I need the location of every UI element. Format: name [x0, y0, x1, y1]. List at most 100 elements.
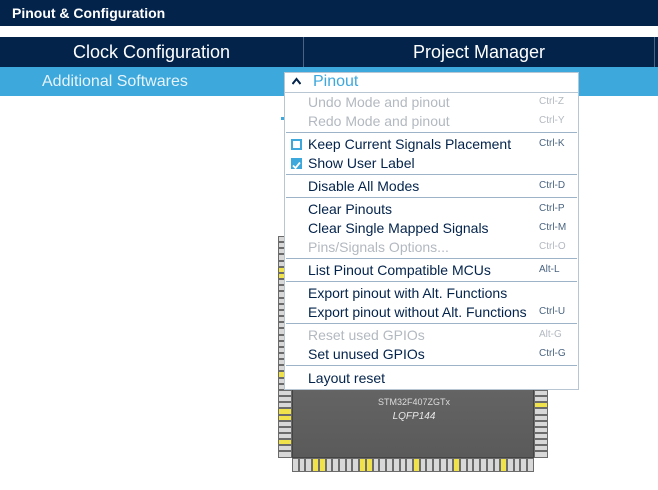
additional-softwares-button[interactable]: Additional Softwares — [42, 73, 188, 90]
checkbox-checked-icon[interactable] — [291, 158, 302, 170]
chip-pin[interactable] — [534, 433, 548, 440]
chip-pin[interactable] — [520, 458, 528, 472]
chip-pin[interactable] — [298, 458, 306, 472]
chip-pin[interactable] — [365, 458, 373, 472]
menu-item-shortcut: Ctrl-Z — [539, 96, 564, 107]
chip-pin[interactable] — [379, 458, 387, 472]
chip-pin[interactable] — [318, 458, 326, 472]
tab-bar: Clock Configuration Project Manager — [0, 37, 658, 67]
menu-separator — [286, 365, 577, 366]
chip-pin[interactable] — [399, 458, 407, 472]
menu-item-shortcut: Alt-L — [539, 264, 560, 275]
chip-pin[interactable] — [534, 408, 548, 415]
menu-item-clear-single-mapped[interactable]: Clear Single Mapped Signals Ctrl-M — [285, 219, 578, 238]
menu-item-label: Clear Pinouts — [308, 201, 393, 217]
chip-pin[interactable] — [325, 458, 333, 472]
chip-pin[interactable] — [278, 414, 292, 421]
chip-pin[interactable] — [534, 451, 548, 458]
chip-pin[interactable] — [534, 396, 548, 403]
menu-item-keep-signals[interactable]: Keep Current Signals Placement Ctrl-K — [285, 135, 578, 154]
menu-item-label: Layout reset — [308, 370, 386, 386]
menu-item-label: Disable All Modes — [308, 178, 420, 194]
checkbox-unchecked-icon[interactable] — [291, 139, 302, 150]
chip-pin[interactable] — [486, 458, 494, 472]
menu-item-disable-all-modes[interactable]: Disable All Modes Ctrl-D — [285, 177, 578, 196]
chip-pin[interactable] — [433, 458, 440, 472]
chip-pin[interactable] — [534, 402, 548, 409]
chip-pin[interactable] — [359, 458, 366, 472]
chip-pin[interactable] — [352, 458, 360, 472]
chip-pin[interactable] — [332, 458, 340, 472]
menu-item-export-without-alt[interactable]: Export pinout without Alt. Functions Ctr… — [285, 303, 578, 322]
chip-pin[interactable] — [439, 458, 447, 472]
chip-pin[interactable] — [278, 396, 292, 403]
chip-pin[interactable] — [278, 408, 292, 415]
chip-pin[interactable] — [534, 445, 548, 452]
chip-pin[interactable] — [507, 458, 514, 472]
chip-pin[interactable] — [513, 458, 521, 472]
menu-item-shortcut: Ctrl-M — [539, 222, 567, 233]
chip-pin[interactable] — [372, 458, 380, 472]
chip-pin[interactable] — [473, 458, 481, 472]
chip-pin[interactable] — [419, 458, 427, 472]
menu-item-clear-pinouts[interactable]: Clear Pinouts Ctrl-P — [285, 200, 578, 219]
menu-item-label: Redo Mode and pinout — [308, 113, 450, 129]
chip-pin[interactable] — [278, 389, 292, 397]
menu-item-shortcut: Ctrl-D — [539, 180, 566, 191]
chip-pin[interactable] — [453, 458, 460, 472]
chip-pin[interactable] — [466, 458, 474, 472]
menu-item-reset-used-gpios[interactable]: Reset used GPIOs Alt-G — [285, 326, 578, 345]
chip-pin[interactable] — [527, 458, 534, 472]
chip-pin[interactable] — [339, 458, 346, 472]
menu-separator — [286, 174, 577, 175]
menu-separator — [286, 323, 577, 324]
chip-pin[interactable] — [534, 439, 548, 446]
chip-pin[interactable] — [480, 458, 487, 472]
chip-pin[interactable] — [534, 426, 548, 433]
chip-pin[interactable] — [459, 458, 467, 472]
menu-item-label: List Pinout Compatible MCUs — [308, 262, 491, 278]
menu-item-label: Pins/Signals Options... — [308, 239, 449, 255]
chip-pin[interactable] — [278, 451, 292, 458]
chip-pin[interactable] — [278, 402, 292, 409]
chip-pin[interactable] — [426, 458, 434, 472]
menu-item-export-with-alt[interactable]: Export pinout with Alt. Functions — [285, 284, 578, 303]
menu-item-shortcut: Ctrl-O — [539, 241, 566, 252]
menu-item-label: Set unused GPIOs — [308, 346, 425, 362]
menu-item-show-user-label[interactable]: Show User Label — [285, 154, 578, 173]
chip-pin[interactable] — [500, 458, 507, 472]
chip-pin[interactable] — [278, 426, 292, 433]
menu-item-shortcut: Ctrl-P — [539, 203, 565, 214]
tab-clock-configuration[interactable]: Clock Configuration — [72, 42, 231, 62]
menu-item-layout-reset[interactable]: Layout reset — [285, 369, 578, 388]
menu-item-set-unused-gpios[interactable]: Set unused GPIOs Ctrl-G — [285, 345, 578, 364]
check-icon — [292, 161, 301, 170]
chip-pin[interactable] — [305, 458, 313, 472]
title-bar: Pinout & Configuration — [0, 0, 658, 26]
chip-pin[interactable] — [312, 458, 319, 472]
chip-pin[interactable] — [534, 414, 548, 421]
chip-pin[interactable] — [292, 458, 299, 472]
chip-pin[interactable] — [534, 389, 548, 397]
chip-pin[interactable] — [493, 458, 501, 472]
menu-item-list-compatible-mcus[interactable]: List Pinout Compatible MCUs Alt-L — [285, 261, 578, 280]
chip-pin[interactable] — [278, 439, 292, 446]
chip-pin[interactable] — [534, 420, 548, 427]
chip-pin[interactable] — [446, 458, 454, 472]
menu-separator — [286, 132, 577, 133]
chip-pin[interactable] — [278, 433, 292, 440]
chip-pin[interactable] — [278, 420, 292, 427]
chip-pin[interactable] — [392, 458, 400, 472]
menu-item-undo[interactable]: Undo Mode and pinout Ctrl-Z — [285, 93, 578, 112]
pinout-menu-header[interactable]: Pinout — [285, 73, 578, 93]
chip-pin[interactable] — [386, 458, 393, 472]
menu-item-pins-signals-options[interactable]: Pins/Signals Options... Ctrl-O — [285, 238, 578, 257]
chip-pin[interactable] — [412, 458, 420, 472]
chip-pin[interactable] — [278, 445, 292, 452]
chip-pin[interactable] — [406, 458, 413, 472]
menu-item-redo[interactable]: Redo Mode and pinout Ctrl-Y — [285, 112, 578, 131]
chip-pin[interactable] — [345, 458, 353, 472]
menu-item-label: Reset used GPIOs — [308, 327, 425, 343]
tab-project-manager[interactable]: Project Manager — [412, 42, 546, 62]
menu-separator — [286, 281, 577, 282]
